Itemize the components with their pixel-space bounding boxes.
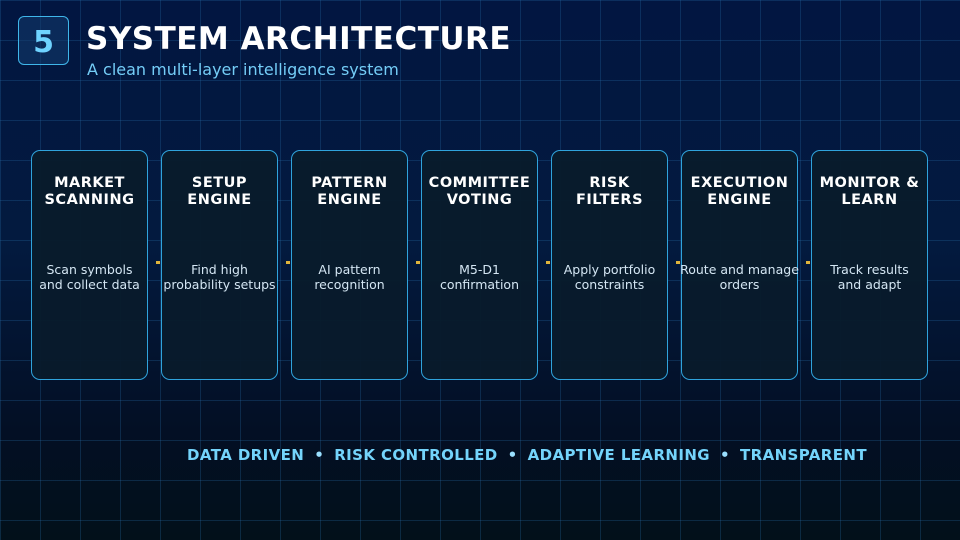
tagline-separator: • — [720, 446, 730, 464]
tagline-item: RISK CONTROLLED — [334, 446, 498, 464]
connector-arrow — [416, 261, 420, 264]
connector-arrow — [806, 261, 810, 264]
tagline-separator: • — [507, 446, 518, 464]
tagline-item: ADAPTIVE LEARNING — [527, 446, 710, 464]
connector-arrow — [156, 261, 160, 264]
page-subtitle: A clean multi-layer intelligence system — [87, 60, 399, 79]
tagline-item: TRANSPARENT — [740, 446, 867, 464]
connector-arrow — [546, 261, 550, 264]
section-number-badge: 5 — [18, 16, 69, 65]
connector-arrow — [286, 261, 290, 264]
tagline-separator: • — [314, 446, 325, 464]
tagline-item: DATA DRIVEN — [187, 446, 305, 464]
stage-title: MONITOR &LEARN — [819, 175, 920, 208]
page-title: SYSTEM ARCHITECTURE — [86, 21, 512, 57]
footer-tagline: DATA DRIVEN • RISK CONTROLLED • ADAPTIVE LEA… — [0, 446, 960, 464]
connector-arrow — [676, 261, 680, 264]
